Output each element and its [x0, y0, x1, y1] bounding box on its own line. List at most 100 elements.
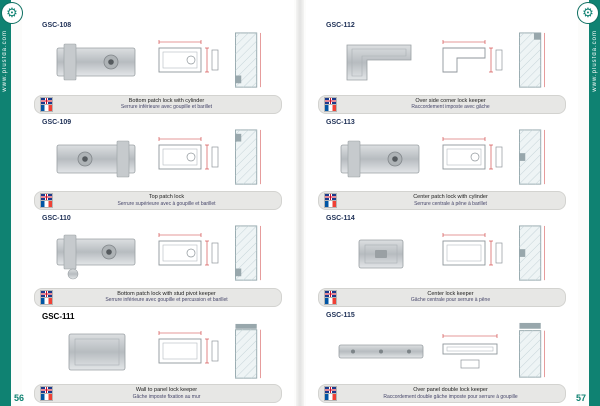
- door-placement-diagram: [519, 129, 545, 185]
- caption-english: Center lock keeper: [427, 290, 474, 297]
- door-placement-diagram: [235, 129, 261, 185]
- product-images: [28, 222, 288, 287]
- product-photo: [338, 344, 424, 359]
- door-placement-diagram: [519, 32, 545, 88]
- language-flags: [324, 193, 337, 208]
- caption-french: Serrure inférieure avec goupille et bari…: [120, 104, 213, 111]
- product-images: [312, 319, 572, 384]
- uk-flag-icon: [324, 386, 337, 394]
- caption-bar: Center patch lock with cylinder Serrure …: [318, 191, 566, 210]
- france-flag-icon: [40, 200, 53, 208]
- product-images: [28, 321, 288, 384]
- uk-flag-icon: [324, 289, 337, 298]
- caption-french: Gâche centrale pour serrure à pêne: [410, 297, 491, 304]
- product-photo: [340, 140, 420, 178]
- dimension-drawing: [158, 233, 219, 266]
- caption-bar: Top patch lock Serrure supérieure avec à…: [34, 191, 282, 210]
- uk-flag-icon: [40, 96, 53, 105]
- caption-texts: Wall to panel lock keeper Gâche imposte …: [58, 387, 275, 400]
- language-flags: [40, 386, 53, 401]
- door-placement-diagram: [235, 225, 261, 281]
- language-flags: [324, 289, 337, 305]
- caption-english: Bottom patch lock with stud pivot keeper: [117, 290, 216, 297]
- uk-flag-icon: [40, 386, 53, 394]
- product-photo: [358, 239, 404, 269]
- language-flags: [40, 289, 53, 305]
- caption-english: Wall to panel lock keeper: [135, 387, 198, 394]
- language-flags: [40, 193, 53, 208]
- uk-flag-icon: [40, 193, 53, 201]
- product-photo: [56, 234, 136, 280]
- product-code: GSC-115: [326, 311, 355, 319]
- product-photo: [346, 44, 412, 81]
- page-right: GSC-112: [306, 0, 578, 406]
- product-code: GSC-109: [42, 118, 72, 126]
- product-block: GSC-112: [306, 20, 578, 117]
- caption-english: Over panel double lock keeper: [413, 387, 488, 394]
- product-images: [312, 222, 572, 287]
- caption-english: Bottom patch lock with cylinder: [128, 97, 205, 104]
- france-flag-icon: [40, 296, 53, 305]
- caption-bar: Bottom patch lock with cylinder Serrure …: [34, 94, 282, 114]
- door-placement-diagram: [235, 323, 261, 379]
- caption-english: Top patch lock: [148, 194, 185, 201]
- brand-logo-icon: ⚙: [2, 3, 22, 23]
- caption-english: Over side corner lock keeper: [415, 97, 486, 104]
- page-number-left: 56: [14, 393, 25, 403]
- france-flag-icon: [40, 103, 53, 112]
- product-block: GSC-111: [22, 310, 294, 406]
- product-images: [28, 29, 288, 94]
- caption-french: Serrure supérieure avec à goupille et ba…: [117, 200, 216, 207]
- caption-french: Raccordement imposte avec gâche: [411, 104, 490, 111]
- caption-bar: Over side corner lock keeper Raccordemen…: [318, 94, 566, 114]
- language-flags: [324, 96, 337, 112]
- caption-bar: Bottom patch lock with stud pivot keeper…: [34, 287, 282, 307]
- page-fold: [296, 0, 304, 406]
- caption-texts: Over panel double lock keeper Raccordeme…: [342, 387, 559, 400]
- door-placement-diagram: [235, 32, 261, 88]
- left-edge-band: [0, 0, 11, 406]
- caption-bar: Over panel double lock keeper Raccordeme…: [318, 384, 566, 403]
- dimension-drawing: [442, 136, 503, 170]
- caption-french: Serrure centrale à pêne à barillet: [414, 200, 487, 207]
- product-block: GSC-114: [306, 213, 578, 310]
- door-placement-diagram: [519, 225, 545, 281]
- product-photo: [68, 333, 126, 371]
- uk-flag-icon: [324, 96, 337, 105]
- product-photo: [56, 140, 136, 178]
- product-code: GSC-111: [42, 311, 75, 321]
- france-flag-icon: [40, 393, 53, 401]
- product-block: GSC-113: [306, 117, 578, 214]
- product-images: [28, 126, 288, 191]
- caption-french: Gâche imposte fixation au mur: [132, 393, 201, 400]
- caption-texts: Center patch lock with cylinder Serrure …: [342, 194, 559, 207]
- product-images: [312, 126, 572, 191]
- brand-logo-icon: ⚙: [578, 3, 598, 23]
- product-code: GSC-110: [42, 215, 71, 222]
- website-text: www.plusfda.com: [2, 30, 8, 92]
- page-left: GSC-108: [22, 0, 294, 406]
- caption-texts: Bottom patch lock with cylinder Serrure …: [58, 98, 275, 111]
- product-images: [312, 29, 572, 94]
- caption-english: Center patch lock with cylinder: [413, 194, 488, 201]
- product-code: GSC-113: [326, 118, 355, 126]
- uk-flag-icon: [324, 193, 337, 201]
- caption-texts: Center lock keeper Gâche centrale pour s…: [342, 291, 559, 304]
- caption-texts: Bottom patch lock with stud pivot keeper…: [58, 291, 275, 304]
- language-flags: [40, 96, 53, 112]
- caption-texts: Over side corner lock keeper Raccordemen…: [342, 98, 559, 111]
- caption-french: Serrure inférieure avec goupille et perc…: [105, 297, 228, 304]
- dimension-drawing: [158, 136, 219, 170]
- product-code: GSC-108: [42, 22, 72, 29]
- dimension-drawing: [158, 40, 219, 73]
- website-text: www.plusfda.com: [592, 30, 598, 92]
- product-block: GSC-108: [22, 20, 294, 117]
- caption-texts: Top patch lock Serrure supérieure avec à…: [58, 194, 275, 207]
- dimension-drawing: [442, 333, 498, 369]
- product-block: GSC-110: [22, 213, 294, 310]
- caption-bar: Center lock keeper Gâche centrale pour s…: [318, 287, 566, 307]
- product-block: GSC-109: [22, 117, 294, 214]
- caption-french: Raccordement double gâche imposte pour s…: [383, 393, 518, 400]
- caption-bar: Wall to panel lock keeper Gâche imposte …: [34, 384, 282, 403]
